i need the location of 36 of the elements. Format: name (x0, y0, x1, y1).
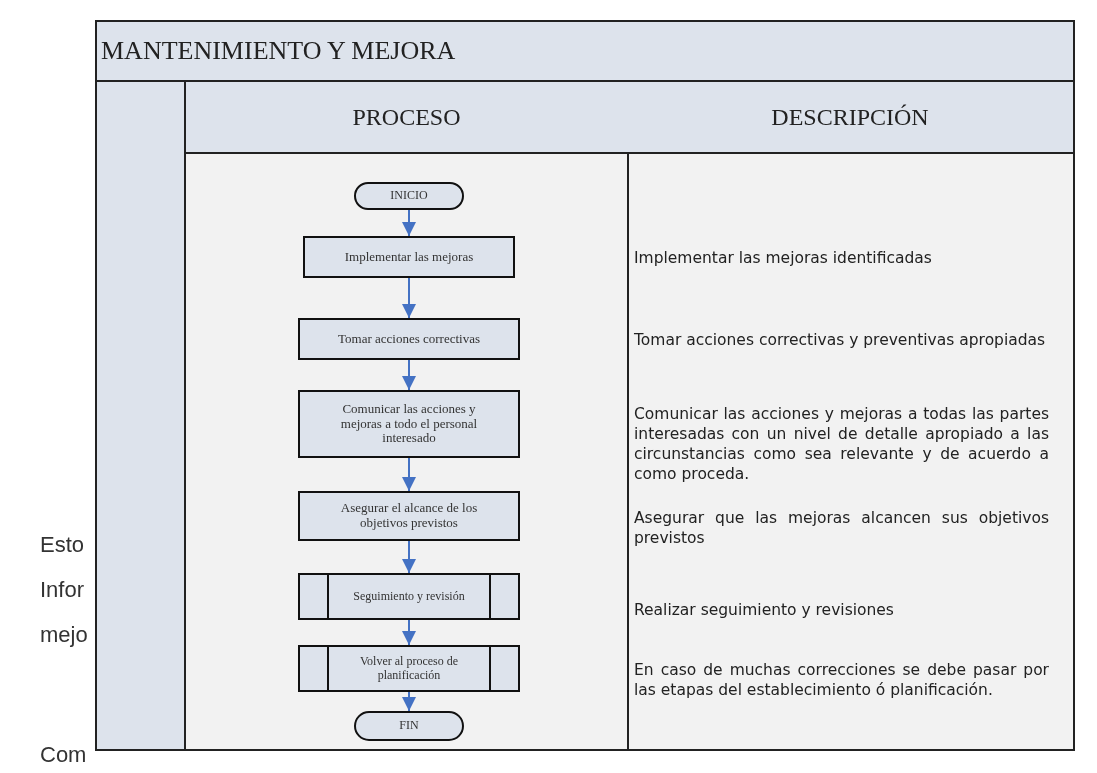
terminator-pill (354, 711, 464, 741)
body-text: Com (40, 742, 87, 768)
arrow (402, 457, 416, 492)
process-box (298, 318, 520, 360)
process-box (298, 390, 520, 458)
terminator-pill (354, 182, 464, 210)
node-text: Seguimiento y revisión (353, 589, 465, 604)
node-text: Implementar las mejoras (344, 249, 474, 265)
subprocess-box (298, 573, 520, 620)
body-text: Esto (40, 532, 85, 558)
subprocess-box (298, 645, 520, 692)
arrow (402, 619, 416, 646)
column-heading: PROCESO (351, 104, 462, 132)
description-text: Implementar las mejoras identificadas (634, 248, 933, 269)
description-text: Asegurar que las mejoras alcancen sus objetivos previstos (634, 508, 1049, 549)
process-box (303, 236, 515, 278)
node-text: Tomar acciones correctivas (338, 331, 480, 347)
description-text: Comunicar las acciones y mejoras a todas las partes interesadas con un nivel de detalle apropiado a las circunstancias como sea relevante y de acuerdo a como proceda. (634, 404, 1049, 485)
arrow (402, 691, 416, 712)
arrow (402, 277, 416, 319)
process-box (298, 491, 520, 541)
body-text: mejo (40, 622, 88, 648)
column-heading: DESCRIPCIÓN (770, 104, 930, 132)
description-text: En caso de muchas correcciones se debe pasar por las etapas del establecimiento ó planificación. (634, 660, 1049, 701)
description-text: Realizar seguimiento y revisiones (634, 600, 895, 621)
node-text: INICIO (390, 189, 428, 203)
node-text: Volver al proceso de planificación (358, 654, 460, 683)
description-text: Tomar acciones correctivas y preventivas apropiadas (634, 330, 1047, 351)
arrow (402, 209, 416, 237)
arrow (402, 540, 416, 574)
diagram-title: MANTENIMIENTO Y MEJORA (101, 36, 457, 67)
node-text: Comunicar las acciones y mejoras a todo el personal interesado (339, 401, 479, 447)
body-text: Infor (40, 577, 85, 603)
node-text: FIN (399, 719, 419, 733)
node-text: Asegurar el alcance de los objetivos previstos (339, 501, 479, 531)
arrow (402, 359, 416, 391)
